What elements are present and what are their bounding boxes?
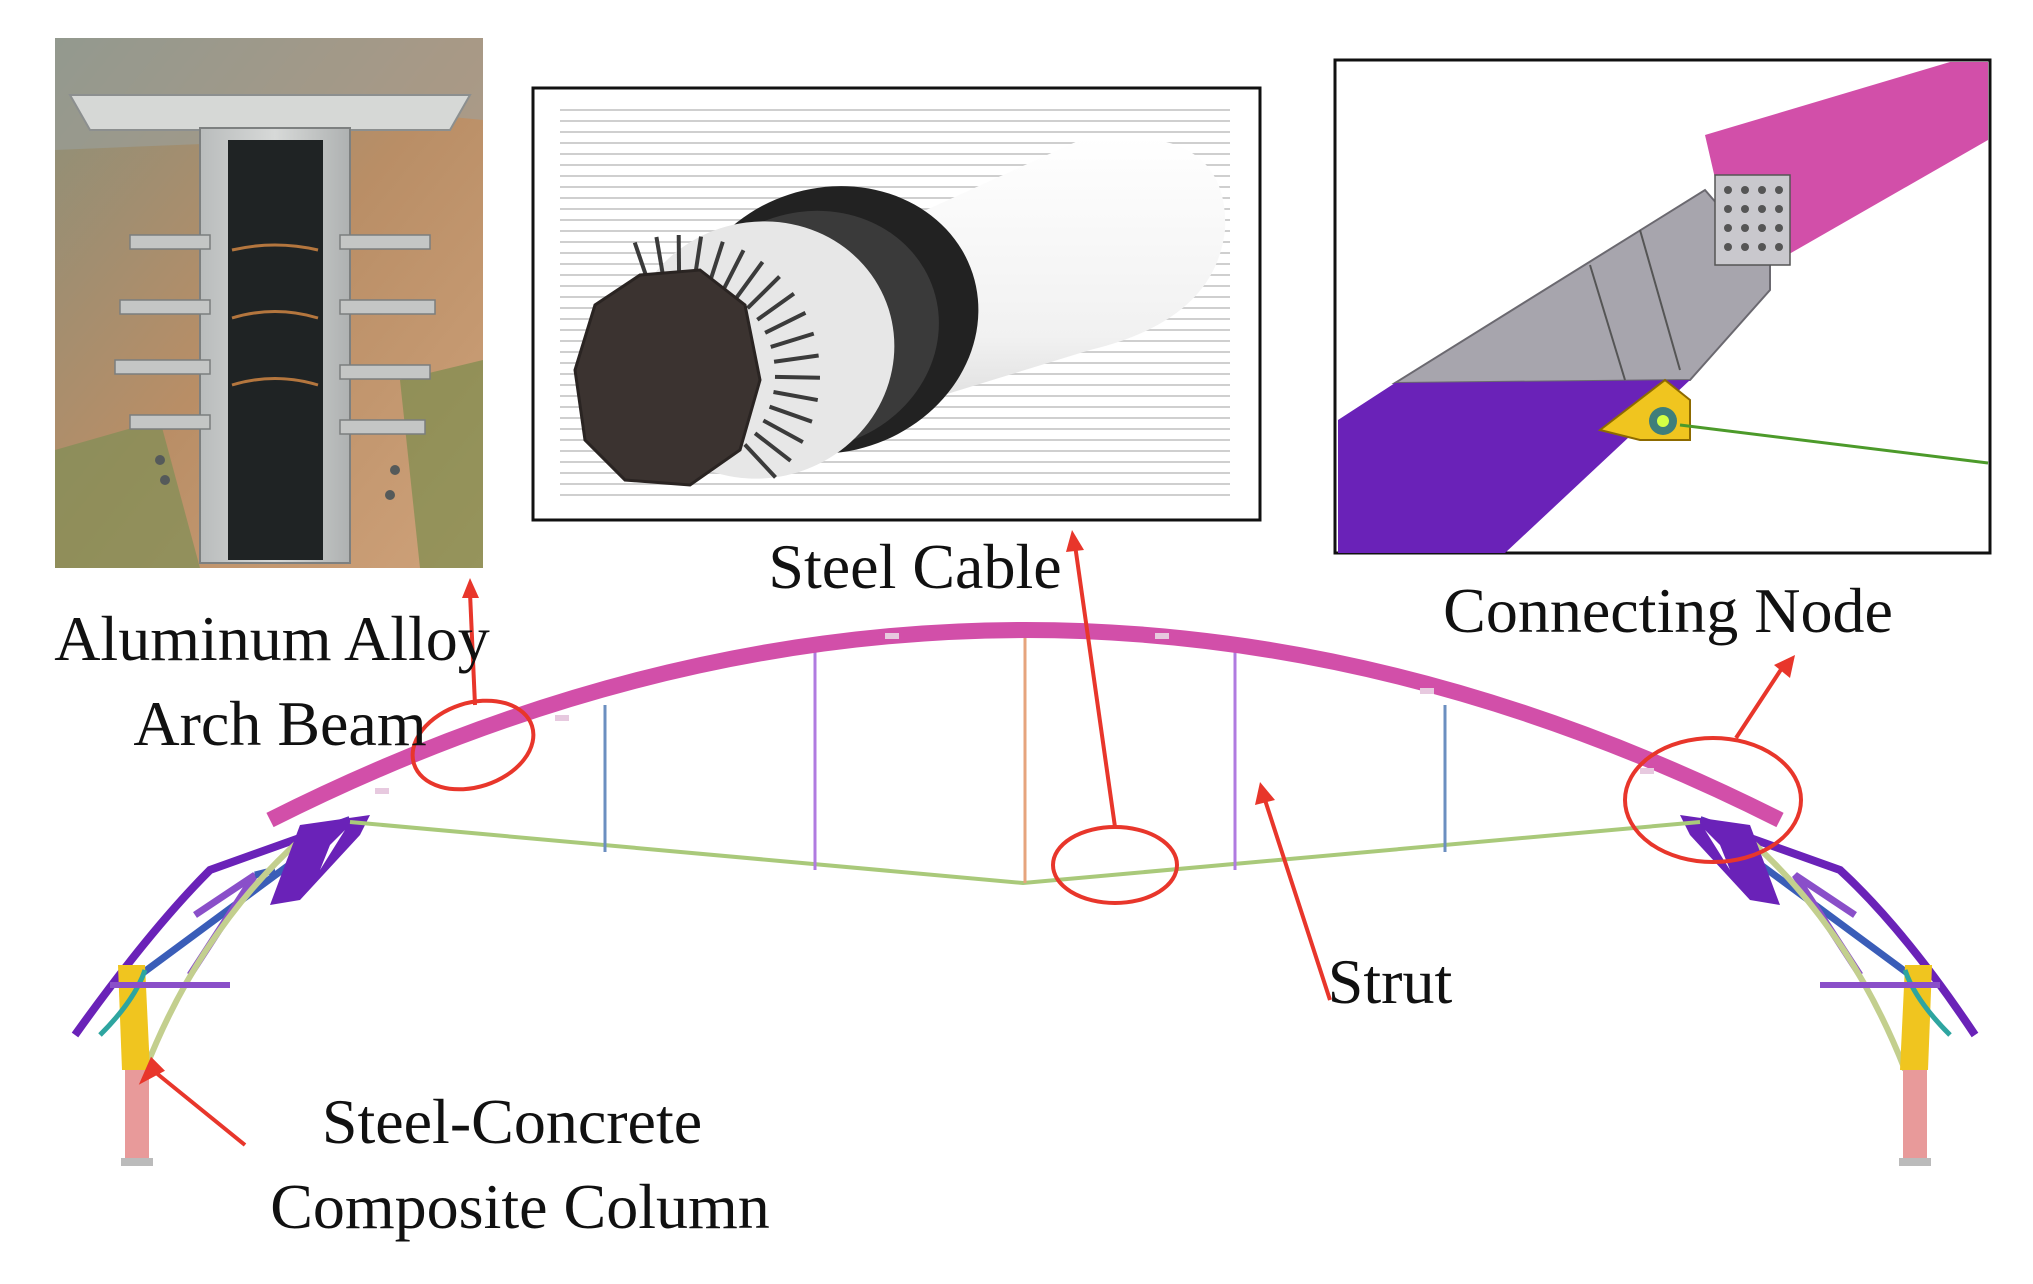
connecting-node-label: Connecting Node [1443,575,1893,646]
cable-arrow-line [1075,545,1115,827]
struts [605,630,1445,883]
strut-label: Strut [1328,946,1453,1017]
left-column [100,965,230,1166]
beam-arrowhead [462,578,479,598]
column-arrow-line [155,1072,245,1145]
right-column [1820,965,1950,1166]
connecting-node-inset [1335,60,1990,553]
left-node-block [270,815,370,905]
column-label-line2: Composite Column [270,1171,770,1242]
strut-arrow-line [1265,800,1330,1000]
strut-arrowhead [1255,782,1275,805]
cable-arrowhead [1066,530,1084,552]
steel-cable-inset [533,88,1260,520]
aluminum-beam-label-line2: Arch Beam [133,688,426,759]
arch-joint-marks [375,633,1654,794]
cable-highlight-circle [1053,827,1177,903]
node-arrow-line [1736,668,1782,738]
aluminum-beam-label-line1: Aluminum Alloy [54,603,490,674]
column-label-line1: Steel-Concrete [322,1086,702,1157]
steel-cable-label: Steel Cable [768,531,1061,602]
aluminum-beam-photo [55,38,483,568]
